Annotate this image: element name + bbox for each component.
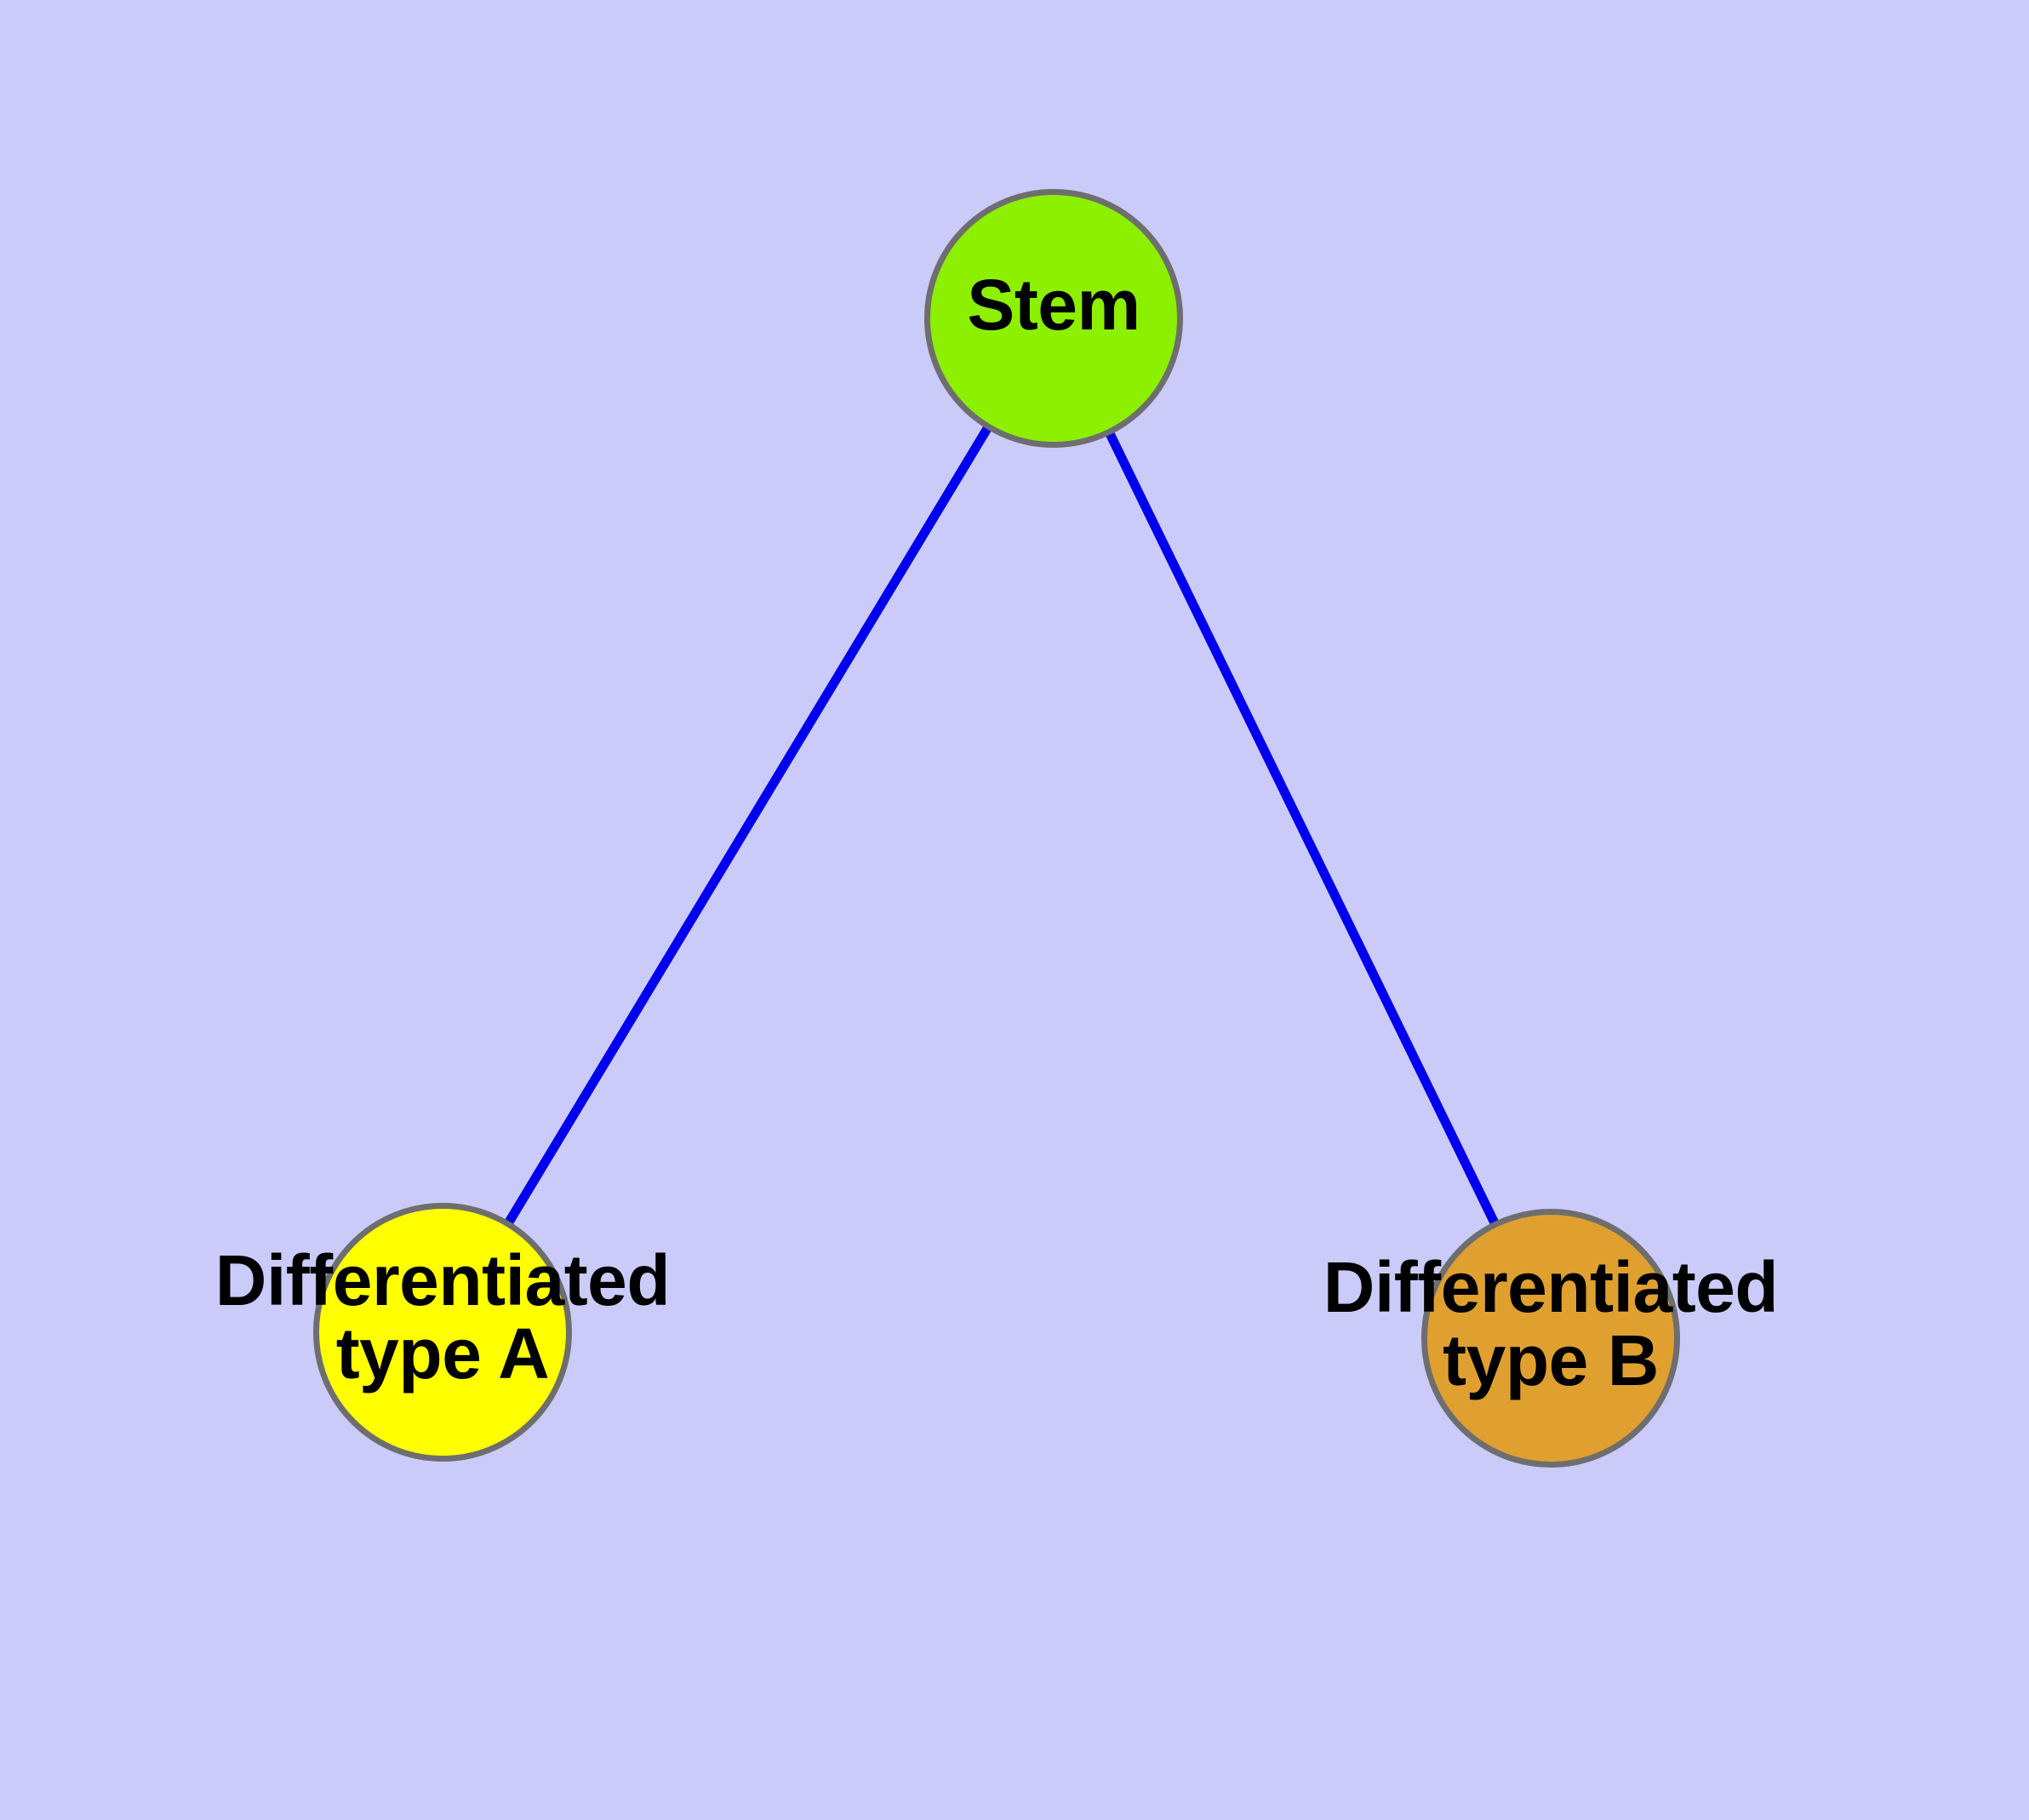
node-diff-b[interactable] — [1421, 1209, 1680, 1468]
node-stem[interactable] — [924, 189, 1183, 448]
node-layer — [313, 189, 1680, 1468]
edge-stem-to-diff-a[interactable] — [497, 413, 999, 1238]
edge-stem-to-diff-b[interactable] — [1099, 419, 1506, 1238]
edge-layer — [497, 413, 1506, 1238]
node-diff-a[interactable] — [313, 1203, 572, 1462]
